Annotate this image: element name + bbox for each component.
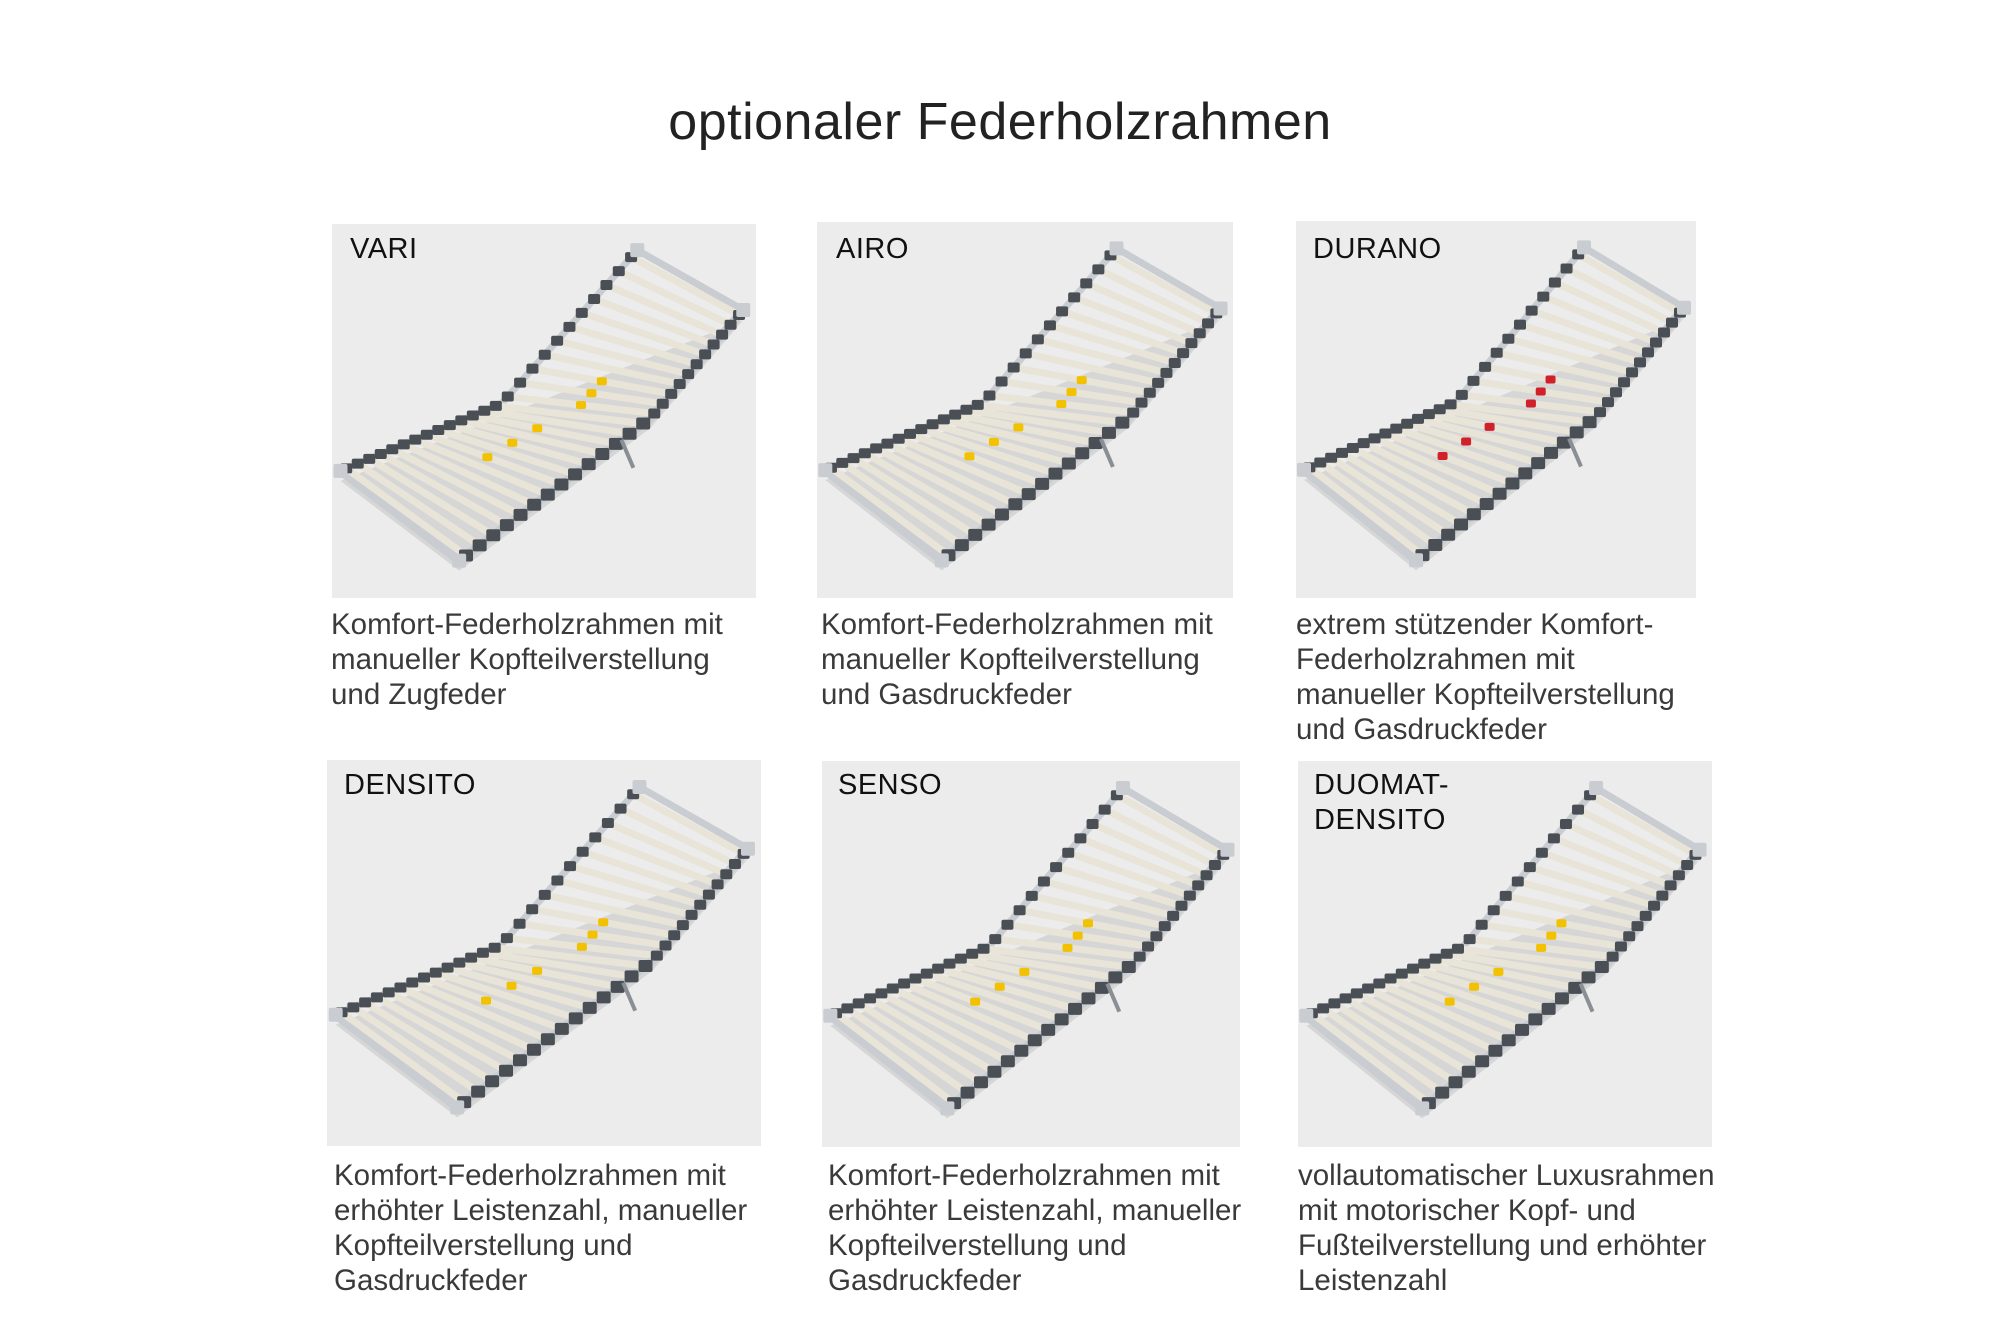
- slatted-frame-image: [333, 243, 751, 571]
- product-description: Komfort-Federholzrahmen mit manueller Ko…: [821, 608, 1213, 711]
- product-description: Komfort-Federholzrahmen mit erhöhter Lei…: [334, 1159, 748, 1297]
- product-description: vollautomatischer Luxusrahmen mit motori…: [1298, 1159, 1715, 1297]
- slatted-frame-image: [818, 241, 1228, 571]
- slatted-frame-image: [1297, 240, 1691, 571]
- page-title: optionaler Federholzrahmen: [668, 93, 1332, 151]
- product-label: DENSITO: [344, 769, 476, 801]
- product-label: AIRO: [836, 233, 909, 265]
- slatted-frame-image: [1299, 781, 1707, 1119]
- product-image-airo: [817, 222, 1233, 598]
- product-image-duomat-densito: [1298, 761, 1712, 1147]
- product-description: Komfort-Federholzrahmen mit erhöhter Lei…: [828, 1159, 1242, 1297]
- slatted-frame-image: [328, 780, 755, 1118]
- product-label: DUOMAT-DENSITO: [1314, 769, 1450, 836]
- product-label: VARI: [350, 233, 418, 265]
- product-image-densito: [327, 760, 761, 1146]
- product-label: DURANO: [1313, 233, 1442, 265]
- product-image-senso: [822, 761, 1240, 1147]
- product-label: SENSO: [838, 769, 943, 801]
- product-image-vari: [332, 224, 756, 598]
- product-description: Komfort-Federholzrahmen mit manueller Ko…: [331, 608, 723, 711]
- product-description: extrem stützender Komfort-Federholzrahme…: [1296, 608, 1675, 746]
- product-image-durano: [1296, 221, 1696, 598]
- slatted-frame-image: [823, 781, 1235, 1119]
